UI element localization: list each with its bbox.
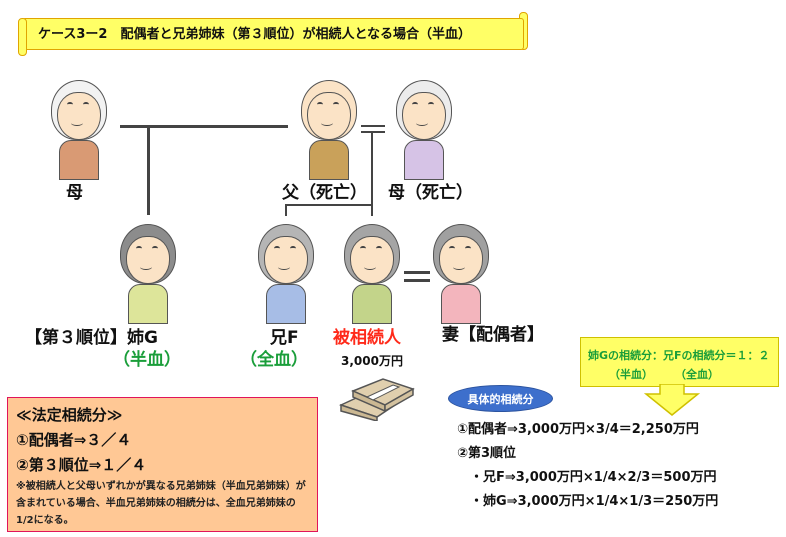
eye: [465, 246, 471, 251]
legal-share-heading: ≪法定相続分≫: [16, 406, 123, 424]
person-mother-g: [43, 78, 113, 180]
label-sister-g: 【第３順位】姉G: [25, 328, 158, 348]
ratio-callout-line1: 姉Gの相続分：兄Fの相続分＝１：２: [588, 349, 770, 362]
calc-spouse: ①配偶者⇒3,000万円×3/4＝2,250万円: [457, 422, 699, 437]
face: [126, 236, 170, 284]
label-estate-amount: 3,000万円: [341, 354, 403, 368]
body: [352, 284, 392, 324]
line-sister-drop: [147, 125, 150, 215]
label-brother-f-full-blood: （全血）: [240, 350, 308, 370]
face: [350, 236, 394, 284]
mouth: [416, 120, 428, 126]
money-bundle-icon: [338, 378, 415, 421]
scroll-body: [22, 18, 524, 50]
label-father: 父（死亡）: [282, 183, 367, 203]
page-title: ケース3ー2 配偶者と兄弟姉妹（第３順位）が相続人となる場合（半血）: [38, 27, 472, 42]
eye: [412, 102, 418, 107]
down-arrow-icon: [643, 384, 701, 416]
person-father: [293, 78, 363, 180]
mouth: [71, 120, 83, 126]
body: [128, 284, 168, 324]
line-mother-father: [120, 125, 288, 128]
marriage-line-spouse-bottom: [404, 279, 430, 282]
eye: [317, 102, 323, 107]
eye: [136, 246, 142, 251]
legal-share-note: ※被相続人と父母いずれかが異なる兄弟姉妹（半血兄弟姉妹）が含まれている場合、半血…: [16, 481, 306, 526]
eye: [152, 246, 158, 251]
ratio-callout-line2: （半血） （全血）: [609, 368, 719, 381]
label-brother-f: 兄F: [270, 328, 299, 348]
mouth: [140, 264, 152, 270]
mouth: [321, 120, 333, 126]
body: [309, 140, 349, 180]
person-deceased: [336, 222, 406, 324]
body: [59, 140, 99, 180]
legal-share-third-rank: ②第３順位⇒１／４: [16, 456, 147, 474]
line-brother-drop: [285, 204, 287, 216]
marriage-line-spouse-top: [404, 271, 430, 274]
legal-share-box: ≪法定相続分≫ ①配偶者⇒３／４ ②第３順位⇒１／４ ※被相続人と父母いずれかが…: [7, 397, 318, 532]
eye: [360, 246, 366, 251]
calc-third-rank: ②第3順位: [457, 446, 517, 461]
eye: [376, 246, 382, 251]
eye: [274, 246, 280, 251]
eye: [428, 102, 434, 107]
legal-share-spouse: ①配偶者⇒３／４: [16, 431, 132, 449]
ratio-callout: 姉Gの相続分：兄Fの相続分＝１：２ （半血） （全血）: [580, 337, 779, 387]
face: [439, 236, 483, 284]
marriage-line-parents-top: [361, 125, 385, 127]
face: [307, 92, 351, 140]
line-parents-drop: [371, 131, 373, 211]
label-mother-g: 母: [66, 183, 83, 203]
eye: [333, 102, 339, 107]
person-wife: [425, 222, 495, 324]
body: [266, 284, 306, 324]
label-mother: 母（死亡）: [388, 183, 473, 203]
person-mother: [388, 78, 458, 180]
eye: [290, 246, 296, 251]
mouth: [453, 264, 465, 270]
eye: [67, 102, 73, 107]
calc-sister-g: ・姉G⇒3,000万円×1/4×1/3＝250万円: [470, 494, 719, 509]
face: [57, 92, 101, 140]
mouth: [278, 264, 290, 270]
label-wife: 妻【配偶者】: [442, 325, 544, 345]
scroll-roll-left: [18, 18, 27, 56]
marriage-line-parents-bottom: [361, 131, 385, 133]
person-sister-g: [112, 222, 182, 324]
body: [404, 140, 444, 180]
label-deceased: 被相続人: [333, 328, 401, 348]
specific-share-heading: 具体的相続分: [467, 393, 534, 406]
body: [441, 284, 481, 324]
face: [402, 92, 446, 140]
title-banner: ケース3ー2 配偶者と兄弟姉妹（第３順位）が相続人となる場合（半血）: [18, 12, 528, 56]
specific-share-badge: 具体的相続分: [448, 385, 553, 412]
eye: [83, 102, 89, 107]
line-deceased-drop: [371, 204, 373, 216]
label-sister-g-half-blood: （半血）: [113, 350, 181, 370]
mouth: [364, 264, 376, 270]
person-brother-f: [250, 222, 320, 324]
face: [264, 236, 308, 284]
calc-brother-f: ・兄F⇒3,000万円×1/4×2/3＝500万円: [470, 470, 717, 485]
eye: [449, 246, 455, 251]
line-siblings-bar: [285, 204, 373, 206]
